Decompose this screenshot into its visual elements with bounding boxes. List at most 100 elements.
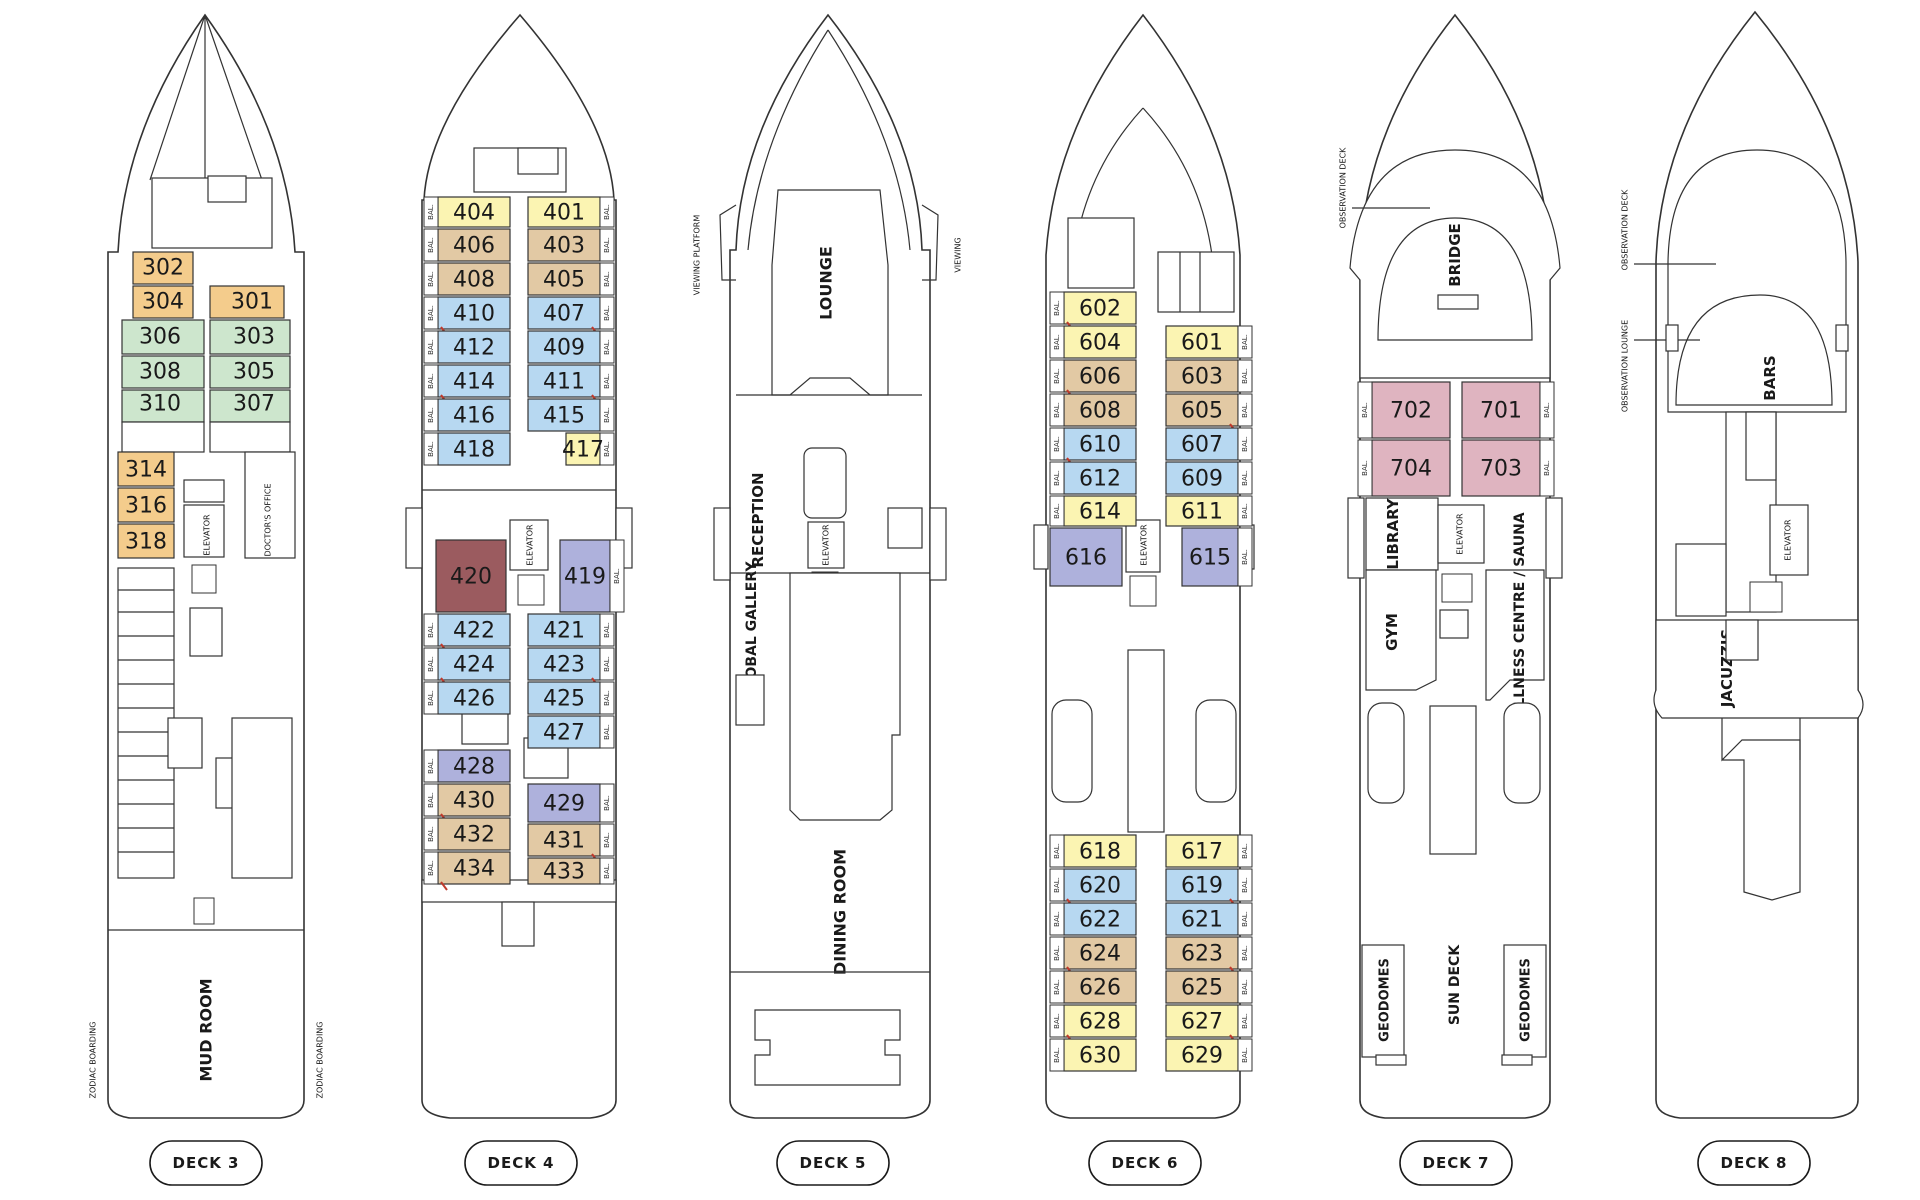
cabin-306[interactable]: 306 bbox=[139, 325, 181, 350]
balcony-626 bbox=[1049, 970, 1065, 1004]
cabin-610[interactable]: 610 bbox=[1079, 433, 1121, 458]
deck-5-lounge-line bbox=[736, 377, 922, 396]
deck-7-button[interactable] bbox=[1399, 1140, 1513, 1186]
cabin-310[interactable]: 310 bbox=[139, 392, 181, 417]
cabin-434[interactable]: 434 bbox=[453, 857, 495, 882]
cabin-603[interactable]: 603 bbox=[1181, 365, 1223, 390]
cabin-615-fill bbox=[1181, 527, 1239, 587]
cabin-302[interactable]: 302 bbox=[142, 256, 184, 281]
cabin-704[interactable]: 704 bbox=[1390, 457, 1432, 482]
cabin-629[interactable]: 629 bbox=[1181, 1044, 1223, 1069]
cabin-418[interactable]: 418 bbox=[453, 438, 495, 463]
cabin-428[interactable]: 428 bbox=[453, 755, 495, 780]
cabin-414[interactable]: 414 bbox=[453, 370, 495, 395]
cabin-614[interactable]: 614 bbox=[1079, 500, 1121, 525]
cabin-419[interactable]: 419 bbox=[564, 565, 606, 590]
cabin-616[interactable]: 616 bbox=[1065, 546, 1107, 571]
deck-7-lifeboat-left bbox=[1367, 702, 1405, 804]
cabin-303[interactable]: 303 bbox=[233, 325, 275, 350]
cabin-619[interactable]: 619 bbox=[1181, 874, 1223, 899]
cabin-607[interactable]: 607 bbox=[1181, 433, 1223, 458]
cabin-429[interactable]: 429 bbox=[543, 792, 585, 817]
cabin-406[interactable]: 406 bbox=[453, 234, 495, 259]
cabin-628[interactable]: 628 bbox=[1079, 1010, 1121, 1035]
cabin-618[interactable]: 618 bbox=[1079, 840, 1121, 865]
deck-8: OBSERVATION DECK OBSERVATION LOUNGE BARS… bbox=[1621, 10, 1864, 1186]
deck-4-button[interactable] bbox=[464, 1140, 578, 1186]
cabin-624[interactable]: 624 bbox=[1079, 942, 1121, 967]
cabin-630[interactable]: 630 bbox=[1079, 1044, 1121, 1069]
balcony-label: BAL. bbox=[603, 204, 611, 220]
cabin-411[interactable]: 411 bbox=[543, 370, 585, 395]
deck-3-aft-stairs bbox=[193, 897, 215, 925]
cabin-409[interactable]: 409 bbox=[543, 336, 585, 361]
cabin-605[interactable]: 605 bbox=[1181, 399, 1223, 424]
cabin-703[interactable]: 703 bbox=[1480, 457, 1522, 482]
cabin-602[interactable]: 602 bbox=[1079, 297, 1121, 322]
cabin-410[interactable]: 410 bbox=[453, 302, 495, 327]
cabin-308[interactable]: 308 bbox=[139, 360, 181, 385]
cabin-626[interactable]: 626 bbox=[1079, 976, 1121, 1001]
cabin-304[interactable]: 304 bbox=[142, 290, 184, 315]
cabin-427[interactable]: 427 bbox=[543, 721, 585, 746]
cabin-701[interactable]: 701 bbox=[1480, 399, 1522, 424]
cabin-417[interactable]: 417 bbox=[562, 438, 604, 463]
cabin-620[interactable]: 620 bbox=[1079, 874, 1121, 899]
cabin-431[interactable]: 431 bbox=[543, 829, 585, 854]
cabin-412[interactable]: 412 bbox=[453, 336, 495, 361]
cabin-625[interactable]: 625 bbox=[1181, 976, 1223, 1001]
cabin-702[interactable]: 702 bbox=[1390, 399, 1432, 424]
balcony-label: BAL. bbox=[1053, 334, 1061, 350]
cabin-415[interactable]: 415 bbox=[543, 404, 585, 429]
cabin-628-fill bbox=[1063, 1004, 1137, 1038]
balcony-624 bbox=[1049, 936, 1065, 970]
deck-3: 302 304 301 306 303 308 305 310 307 314 … bbox=[89, 13, 325, 1186]
deck-7-store bbox=[1439, 609, 1469, 639]
cabin-609[interactable]: 609 bbox=[1181, 467, 1223, 492]
cabin-307[interactable]: 307 bbox=[233, 392, 275, 417]
cabin-422[interactable]: 422 bbox=[453, 619, 495, 644]
cabin-430[interactable]: 430 bbox=[453, 789, 495, 814]
cabin-424[interactable]: 424 bbox=[453, 653, 495, 678]
deck-3-button[interactable] bbox=[149, 1140, 263, 1186]
deck-8-label: DECK 8 bbox=[1721, 1154, 1788, 1172]
cabin-301[interactable]: 301 bbox=[231, 290, 273, 315]
cabin-425[interactable]: 425 bbox=[543, 687, 585, 712]
cabin-606[interactable]: 606 bbox=[1079, 365, 1121, 390]
cabin-623[interactable]: 623 bbox=[1181, 942, 1223, 967]
cabin-316[interactable]: 316 bbox=[125, 494, 167, 519]
cabin-617[interactable]: 617 bbox=[1181, 840, 1223, 865]
cabin-404[interactable]: 404 bbox=[453, 201, 495, 226]
cabin-314[interactable]: 314 bbox=[125, 458, 167, 483]
cabin-433[interactable]: 433 bbox=[543, 860, 585, 885]
cabin-318[interactable]: 318 bbox=[125, 530, 167, 555]
cabin-403[interactable]: 403 bbox=[543, 234, 585, 259]
balcony-label: BAL. bbox=[427, 690, 435, 706]
cabin-611[interactable]: 611 bbox=[1181, 500, 1223, 525]
deck-6-bow-inner-r bbox=[1142, 107, 1213, 256]
balcony-701 bbox=[1539, 381, 1555, 439]
cabin-421[interactable]: 421 bbox=[543, 619, 585, 644]
cabin-627[interactable]: 627 bbox=[1181, 1010, 1223, 1035]
cabin-416[interactable]: 416 bbox=[453, 404, 495, 429]
balcony-430 bbox=[423, 783, 439, 817]
cabin-601[interactable]: 601 bbox=[1181, 331, 1223, 356]
cabin-420[interactable]: 420 bbox=[450, 565, 492, 590]
cabin-621[interactable]: 621 bbox=[1181, 908, 1223, 933]
cabin-604[interactable]: 604 bbox=[1079, 331, 1121, 356]
cabin-608[interactable]: 608 bbox=[1079, 399, 1121, 424]
cabin-615[interactable]: 615 bbox=[1189, 546, 1231, 571]
cabin-405[interactable]: 405 bbox=[543, 268, 585, 293]
deck-6-button[interactable] bbox=[1088, 1140, 1202, 1186]
cabin-423[interactable]: 423 bbox=[543, 653, 585, 678]
cabin-432[interactable]: 432 bbox=[453, 823, 495, 848]
cabin-408[interactable]: 408 bbox=[453, 268, 495, 293]
cabin-407[interactable]: 407 bbox=[543, 302, 585, 327]
cabin-612[interactable]: 612 bbox=[1079, 467, 1121, 492]
deck-8-button[interactable] bbox=[1697, 1140, 1811, 1186]
cabin-622[interactable]: 622 bbox=[1079, 908, 1121, 933]
cabin-426[interactable]: 426 bbox=[453, 687, 495, 712]
cabin-305[interactable]: 305 bbox=[233, 360, 275, 385]
deck-5-button[interactable] bbox=[776, 1140, 890, 1186]
cabin-401[interactable]: 401 bbox=[543, 201, 585, 226]
